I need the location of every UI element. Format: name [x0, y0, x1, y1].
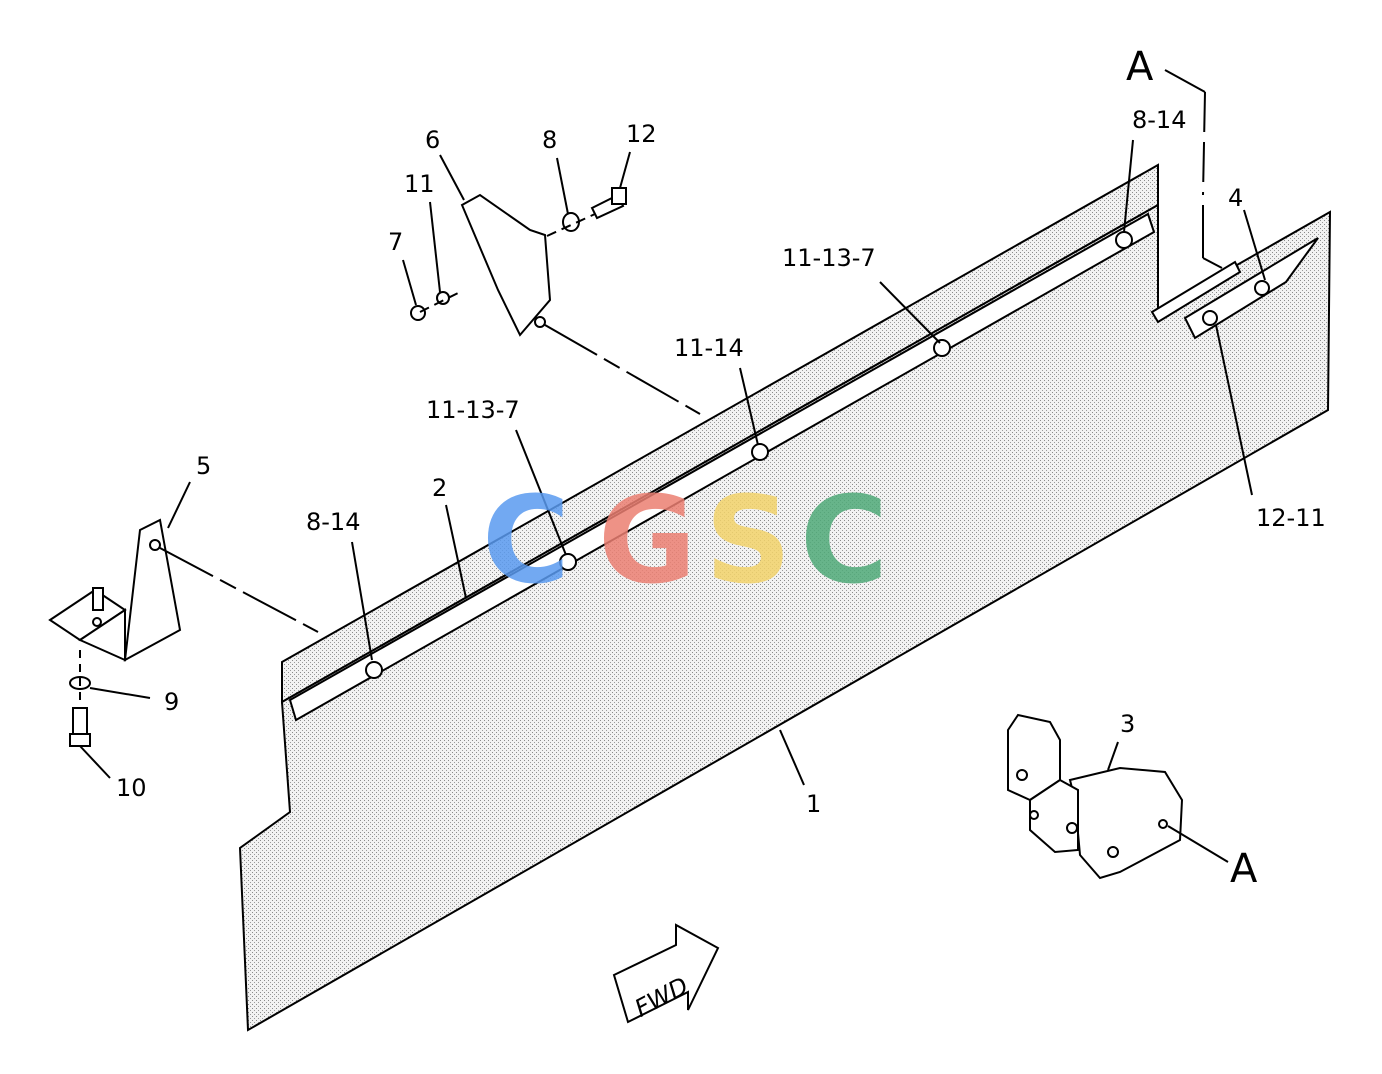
callout-11-13-7-right: 11-13-7 [782, 244, 876, 272]
callout-2: 2 [432, 474, 447, 502]
leader-lines [79, 69, 1266, 863]
bracket-part-3 [1007, 713, 1184, 880]
callout-9: 9 [164, 688, 179, 716]
callout-11-13-7-left: 11-13-7 [426, 396, 520, 424]
view-ref-top: A [1126, 44, 1154, 90]
panel-part-1 [238, 163, 1332, 1032]
callout-3: 3 [1120, 710, 1135, 738]
callout-10: 10 [116, 774, 147, 802]
callout-11-14: 11-14 [674, 334, 744, 362]
watermark-letter-3: S [705, 472, 791, 611]
watermark-letter-4: C [800, 472, 888, 611]
callout-12: 12 [626, 120, 657, 148]
bracket-part-5 [48, 518, 182, 662]
callout-8: 8 [542, 126, 557, 154]
callouts: 1 2 3 4 5 6 7 8 9 10 11 12 8-14 8-14 11-… [116, 44, 1326, 892]
callout-12-11: 12-11 [1256, 504, 1326, 532]
fwd-arrow: FWD [612, 923, 720, 1024]
hardware-9-10 [69, 676, 91, 747]
callout-8-14-left: 8-14 [306, 508, 360, 536]
callout-4: 4 [1228, 184, 1243, 212]
watermark-letter-1: C [482, 472, 570, 611]
callout-8-14-right: 8-14 [1132, 106, 1186, 134]
callout-6: 6 [425, 126, 440, 154]
watermark: C G S C [482, 472, 888, 611]
callout-5: 5 [196, 452, 211, 480]
callout-7: 7 [388, 228, 403, 256]
callout-1: 1 [806, 790, 821, 818]
bracket-part-6 [460, 193, 552, 337]
watermark-letter-2: G [598, 472, 697, 611]
callout-11: 11 [404, 170, 435, 198]
bracket-part-4 [1150, 237, 1319, 340]
view-ref-bottom: A [1230, 846, 1258, 892]
